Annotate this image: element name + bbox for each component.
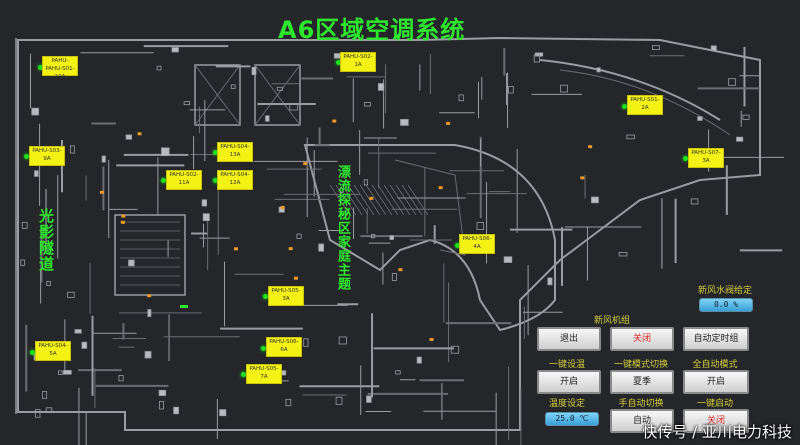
ahu-unit[interactable]: PAHU-S01-2A [627, 95, 663, 115]
one-key-mode-label: 一键模式切换 [613, 360, 668, 370]
ahu-unit[interactable]: PAHU-PAHU-S01-10A [42, 56, 78, 80]
ahu-unit[interactable]: PAHU-S06-4A [459, 234, 495, 254]
ahu-unit[interactable]: PAHU-S04-5A [35, 341, 71, 361]
status-dot [622, 104, 627, 109]
ahu-unit[interactable]: PAHU-S06-6A [266, 337, 302, 357]
ahu-unit[interactable]: PAHU-S04-13A [217, 142, 253, 162]
exit-button[interactable]: 退出 [537, 327, 601, 351]
page-title: A6区域空调系统 [278, 16, 466, 44]
season-mode-button[interactable]: 夏季 [610, 370, 674, 394]
ahu-unit[interactable]: PAHU-S05-3A [268, 286, 304, 306]
full-auto-label: 全自动模式 [692, 360, 738, 370]
manual-auto-button[interactable]: 自动 [610, 409, 674, 433]
ahu-unit[interactable]: PAHU-S03-9A [29, 146, 65, 166]
fresh-valve-indicator[interactable]: 0.0 % [699, 298, 753, 312]
watermark: 快传号 / 亚川电力科技 [642, 423, 792, 441]
status-dot [30, 350, 35, 355]
status-dot [161, 178, 166, 183]
temp-set-indicator[interactable]: 25.0 ℃ [545, 412, 599, 426]
temp-set-label: 温度设定 [548, 399, 585, 409]
ahu-unit[interactable]: PAHU-S05-7A [246, 364, 282, 384]
one-key-set-label: 一键设温 [548, 360, 585, 370]
area-label-left: 光影隧道 [37, 208, 55, 272]
area-label-center: 漂流探秘区家庭主题 [335, 165, 350, 291]
manual-auto-label: 手自动切换 [618, 399, 664, 409]
fresh-valve-label: 新风水阀给定 [697, 286, 752, 296]
ahu-unit[interactable]: PAHU-S07-3A [688, 148, 724, 168]
fresh-unit-label: 新风机组 [593, 316, 630, 326]
one-key-set-button[interactable]: 开启 [537, 370, 601, 394]
status-dot [261, 346, 266, 351]
status-dot [38, 65, 43, 70]
status-dot [683, 156, 688, 161]
ahu-unit[interactable]: PAHU-S02-1A [340, 52, 376, 72]
ahu-unit[interactable]: PAHU-S02-11A [166, 170, 202, 190]
full-auto-button[interactable]: 开启 [683, 370, 749, 394]
ahu-unit[interactable]: PAHU-S04-12A [217, 170, 253, 190]
status-dot [263, 294, 268, 299]
status-dot [336, 60, 341, 65]
status-dot [213, 178, 218, 183]
auto-timer-button[interactable]: 自动定时组 [683, 327, 749, 351]
one-key-start-label: 一键启动 [696, 399, 733, 409]
status-dot [241, 372, 246, 377]
fresh-unit-toggle-button[interactable]: 关闭 [610, 327, 674, 351]
status-dot [455, 243, 460, 248]
one-key-start-button[interactable]: 关闭 [683, 409, 749, 433]
status-dot [24, 154, 29, 159]
status-dot [213, 150, 218, 155]
